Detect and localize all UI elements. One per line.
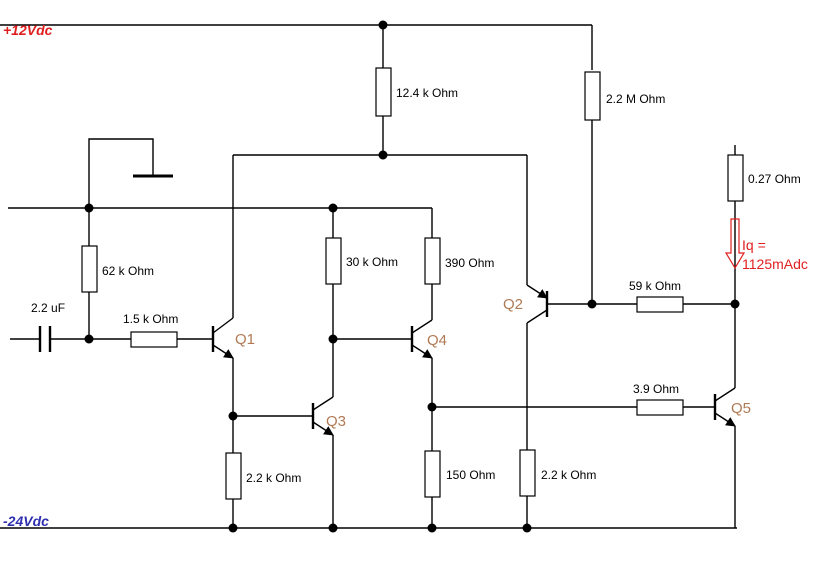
svg-text:2.2 k Ohm: 2.2 k Ohm bbox=[246, 471, 301, 485]
resistor-30k: 30 k Ohm bbox=[325, 237, 398, 285]
resistor-1k5: 1.5 k Ohm bbox=[123, 312, 178, 348]
input-capacitor: 2.2 uF bbox=[31, 301, 65, 352]
svg-text:0.27 Ohm: 0.27 Ohm bbox=[748, 172, 801, 186]
negative-rail-label: -24Vdc bbox=[3, 513, 49, 529]
transistor-q2: Q2 bbox=[503, 284, 549, 324]
resistor-390: 390 Ohm bbox=[424, 237, 494, 285]
svg-text:59 k Ohm: 59 k Ohm bbox=[629, 279, 681, 293]
svg-text:30 k Ohm: 30 k Ohm bbox=[346, 255, 398, 269]
resistor-2m2: 2.2 M Ohm bbox=[584, 71, 665, 121]
junction-dots bbox=[84, 20, 740, 533]
current-annotation-line2: 1125mAdc bbox=[742, 256, 808, 272]
positive-rail bbox=[0, 24, 593, 70]
svg-text:1.5 k Ohm: 1.5 k Ohm bbox=[123, 312, 178, 326]
svg-text:Q2: Q2 bbox=[503, 296, 523, 313]
resistor-150: 150 Ohm bbox=[424, 450, 495, 498]
svg-text:2.2 M Ohm: 2.2 M Ohm bbox=[606, 92, 665, 106]
svg-text:3.9 Ohm: 3.9 Ohm bbox=[633, 382, 679, 396]
svg-text:62 k Ohm: 62 k Ohm bbox=[102, 264, 154, 278]
resistor-12k4: 12.4 k Ohm bbox=[375, 67, 458, 117]
transistor-q1: Q1 bbox=[211, 317, 255, 359]
current-annotation-line1: Iq = bbox=[742, 237, 766, 253]
svg-text:Q5: Q5 bbox=[731, 400, 751, 417]
svg-text:2.2 k Ohm: 2.2 k Ohm bbox=[541, 468, 596, 482]
svg-text:Q3: Q3 bbox=[326, 413, 346, 430]
svg-text:390 Ohm: 390 Ohm bbox=[445, 256, 494, 270]
svg-text:2.2 uF: 2.2 uF bbox=[31, 301, 65, 315]
svg-text:Q1: Q1 bbox=[235, 331, 255, 348]
positive-rail-label: +12Vdc bbox=[3, 22, 53, 38]
resistor-2k2-q1-emitter: 2.2 k Ohm bbox=[225, 452, 301, 500]
resistor-2k2-q2-collector: 2.2 k Ohm bbox=[519, 449, 596, 497]
svg-text:12.4 k Ohm: 12.4 k Ohm bbox=[396, 86, 458, 100]
transistor-q4: Q4 bbox=[410, 319, 447, 359]
resistor-62k: 62 k Ohm bbox=[81, 245, 154, 293]
transistor-q3: Q3 bbox=[311, 396, 346, 436]
svg-text:150 Ohm: 150 Ohm bbox=[446, 468, 495, 482]
svg-text:Q4: Q4 bbox=[427, 332, 447, 349]
resistor-3r9: 3.9 Ohm bbox=[633, 382, 684, 416]
resistor-0r27: 0.27 Ohm bbox=[727, 154, 801, 202]
current-arrow-icon bbox=[724, 218, 746, 270]
transistor-q5: Q5 bbox=[713, 387, 751, 427]
resistor-59k: 59 k Ohm bbox=[629, 279, 684, 313]
